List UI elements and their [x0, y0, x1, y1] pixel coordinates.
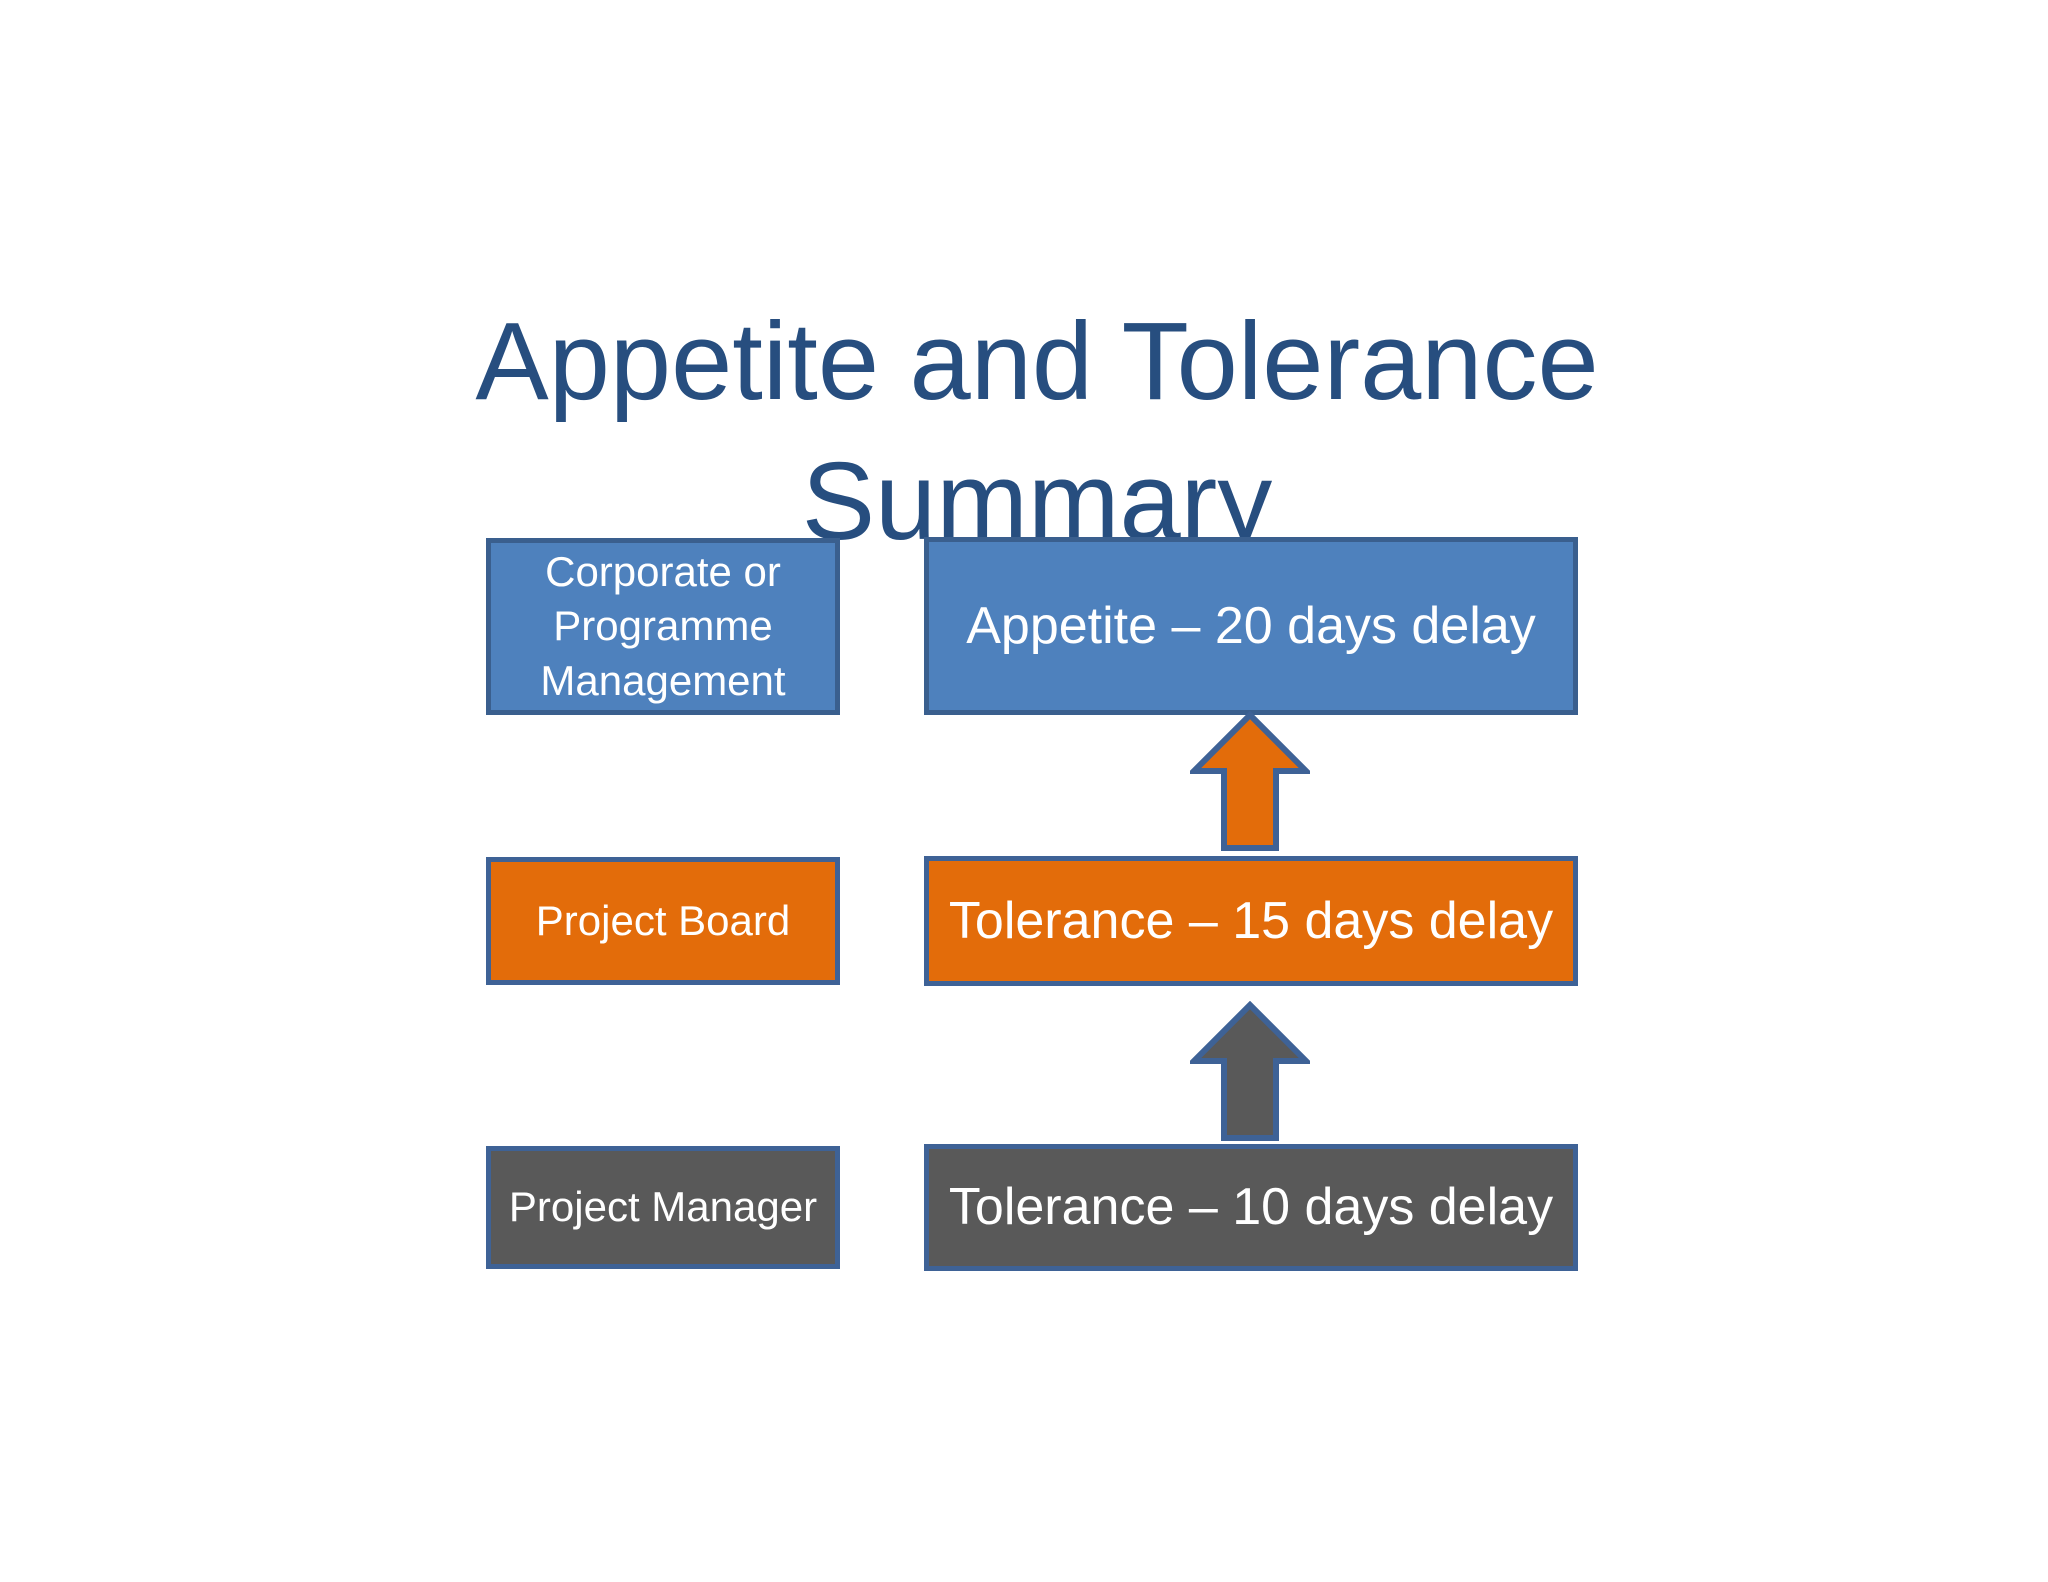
- tolerance-15-days-box: Tolerance – 15 days delay: [924, 856, 1578, 986]
- tolerance-10-days-label: Tolerance – 10 days delay: [948, 1178, 1554, 1237]
- appetite-20-days-box: Appetite – 20 days delay: [924, 537, 1578, 715]
- up-arrow-icon: [1190, 711, 1310, 851]
- project-board-label: Project Board: [535, 896, 791, 944]
- tolerance-10-days-box: Tolerance – 10 days delay: [924, 1144, 1578, 1271]
- slide-title-line-1: Appetite and Tolerance: [475, 299, 1599, 423]
- up-arrow-shape-orange: [1190, 711, 1310, 851]
- project-manager-box: Project Manager: [486, 1146, 840, 1269]
- corporate-programme-management-box: Corporate or Programme Management: [486, 538, 840, 715]
- corporate-programme-management-label: Corporate or Programme Management: [540, 547, 786, 704]
- slide-title: Appetite and Tolerance Summary: [13, 292, 2048, 572]
- appetite-20-days-label: Appetite – 20 days delay: [966, 596, 1536, 655]
- project-board-box: Project Board: [486, 857, 840, 985]
- up-arrow-icon: [1190, 1001, 1310, 1141]
- up-arrow-shape-gray: [1190, 1001, 1310, 1141]
- tolerance-15-days-label: Tolerance – 15 days delay: [948, 891, 1554, 950]
- project-manager-label: Project Manager: [508, 1183, 818, 1231]
